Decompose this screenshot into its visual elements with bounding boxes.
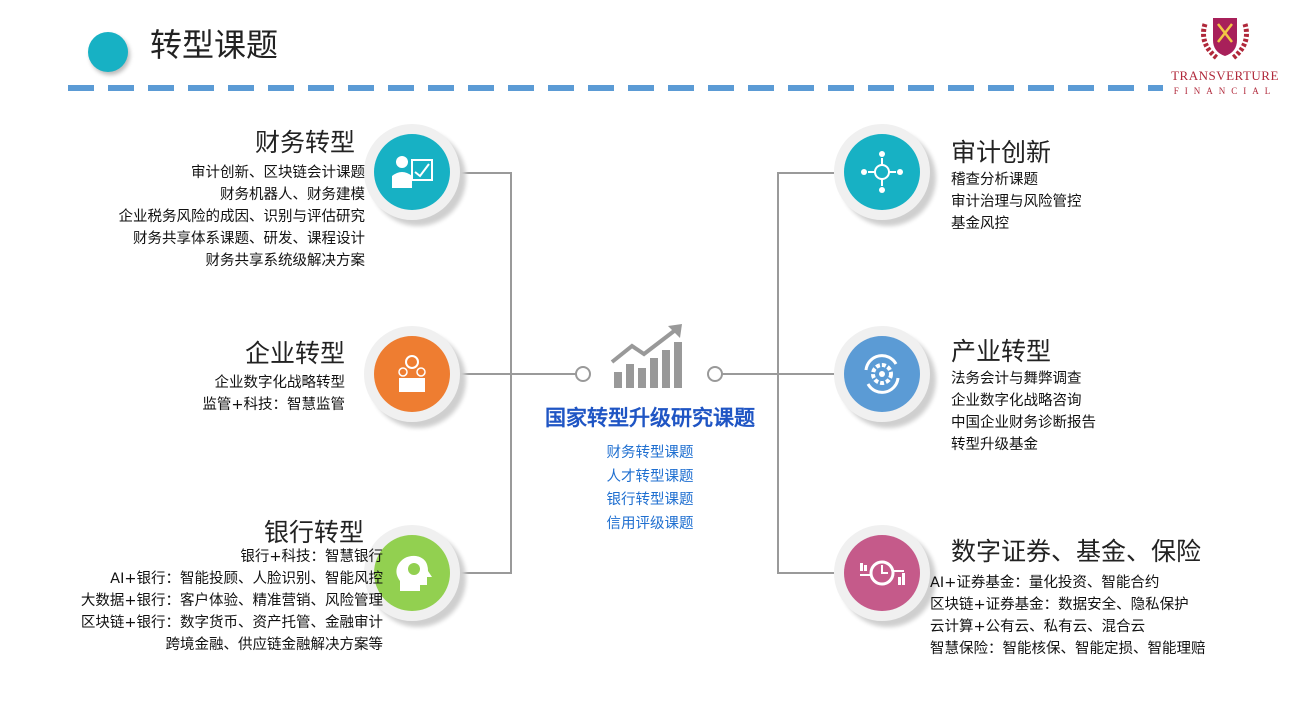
list-item: 大数据+银行：客户体验、精准营销、风险管理 bbox=[80, 593, 383, 609]
list-item: 企业数字化战略转型 bbox=[214, 375, 346, 391]
list-item: 审计创新、区块链会计课题 bbox=[191, 165, 365, 181]
list-item: 企业数字化战略咨询 bbox=[951, 393, 1082, 409]
center-item[interactable]: 人才转型课题 bbox=[606, 468, 694, 485]
presenter-chart-icon bbox=[374, 134, 450, 210]
connector bbox=[455, 373, 577, 375]
section-list-securities: AI+证券基金：量化投资、智能合约区块链+证券基金：数据安全、隐私保护云计算+公… bbox=[930, 572, 1206, 660]
logo-name: TRANSVERTURE bbox=[1171, 68, 1279, 83]
list-item: 企业税务风险的成因、识别与评估研究 bbox=[118, 209, 366, 225]
list-item: 跨境金融、供应链金融解决方案等 bbox=[165, 637, 384, 653]
list-item: AI+银行：智能投顾、人脸识别、智能风控 bbox=[110, 571, 383, 587]
clock-exchange-icon bbox=[844, 535, 920, 611]
section-title-enterprise: 企业转型 bbox=[244, 339, 345, 368]
section-list-finance: 审计创新、区块链会计课题财务机器人、财务建模企业税务风险的成因、识别与评估研究财… bbox=[119, 162, 366, 272]
people-network-icon bbox=[844, 134, 920, 210]
list-item: 稽查分析课题 bbox=[951, 172, 1038, 188]
logo-sub: FINANCIAL bbox=[1173, 86, 1277, 96]
list-item: 法务会计与舞弊调查 bbox=[951, 371, 1082, 387]
head-money-icon bbox=[374, 535, 450, 611]
list-item: 财务机器人、财务建模 bbox=[220, 187, 365, 203]
section-title-securities: 数字证券、基金、保险 bbox=[951, 537, 1202, 566]
industry-icon-ring bbox=[834, 326, 930, 422]
section-title-finance: 财务转型 bbox=[254, 128, 355, 157]
connector bbox=[510, 172, 512, 574]
center-item[interactable]: 信用评级课题 bbox=[606, 515, 694, 532]
laurel-shield-icon bbox=[1201, 18, 1249, 60]
list-item: 财务共享体系课题、研发、课程设计 bbox=[133, 231, 365, 247]
connector-node bbox=[575, 366, 591, 382]
section-title-industry: 产业转型 bbox=[951, 337, 1052, 366]
list-item: 区块链+证券基金：数据安全、隐私保护 bbox=[930, 597, 1189, 613]
section-list-industry: 法务会计与舞弊调查企业数字化战略咨询中国企业财务诊断报告转型升级基金 bbox=[951, 368, 1096, 456]
list-item: 财务共享系统级解决方案 bbox=[205, 253, 366, 269]
connector bbox=[777, 172, 834, 174]
list-item: 区块链+银行：数字货币、资产托管、金融审计 bbox=[80, 615, 383, 631]
connector-node bbox=[707, 366, 723, 382]
connector bbox=[455, 572, 511, 574]
section-title-bank: 银行转型 bbox=[263, 518, 364, 547]
page-title: 转型课题 bbox=[150, 26, 279, 64]
center-title: 国家转型升级研究课题 bbox=[545, 405, 755, 430]
dashed-divider bbox=[68, 85, 1163, 91]
list-item: 转型升级基金 bbox=[951, 437, 1038, 453]
connector bbox=[777, 572, 834, 574]
center-list: 财务转型课题 人才转型课题 银行转型课题 信用评级课题 bbox=[560, 442, 740, 536]
growth-chart-icon bbox=[610, 324, 682, 388]
finance-icon-ring bbox=[364, 124, 460, 220]
list-item: 监管+科技：智慧监管 bbox=[202, 397, 345, 413]
connector bbox=[455, 172, 511, 174]
list-item: 中国企业财务诊断报告 bbox=[951, 415, 1096, 431]
title-bullet bbox=[88, 32, 128, 72]
audit-icon-ring bbox=[834, 124, 930, 220]
gear-cycle-icon bbox=[844, 336, 920, 412]
list-item: 银行+科技：智慧银行 bbox=[240, 549, 383, 565]
list-item: 智慧保险：智能核保、智能定损、智能理赔 bbox=[930, 641, 1206, 657]
section-title-audit: 审计创新 bbox=[951, 138, 1052, 167]
company-logo: TRANSVERTURE FINANCIAL bbox=[1165, 14, 1285, 96]
list-item: 云计算+公有云、私有云、混合云 bbox=[930, 619, 1146, 635]
list-item: 基金风控 bbox=[951, 216, 1009, 232]
center-item[interactable]: 银行转型课题 bbox=[606, 492, 694, 508]
connector bbox=[777, 172, 779, 574]
section-list-audit: 稽查分析课题审计治理与风险管控基金风控 bbox=[951, 169, 1082, 235]
section-list-enterprise: 企业数字化战略转型监管+科技：智慧监管 bbox=[202, 372, 345, 416]
center-item[interactable]: 财务转型课题 bbox=[606, 445, 694, 461]
section-list-bank: 银行+科技：智慧银行 AI+银行：智能投顾、人脸识别、智能风控大数据+银行：客户体… bbox=[81, 546, 383, 656]
bank-icon-ring bbox=[364, 525, 460, 621]
money-box-icon bbox=[374, 336, 450, 412]
enterprise-icon-ring bbox=[364, 326, 460, 422]
list-item: AI+证券基金：量化投资、智能合约 bbox=[930, 575, 1160, 591]
list-item: 审计治理与风险管控 bbox=[951, 194, 1082, 210]
securities-icon-ring bbox=[834, 525, 930, 621]
